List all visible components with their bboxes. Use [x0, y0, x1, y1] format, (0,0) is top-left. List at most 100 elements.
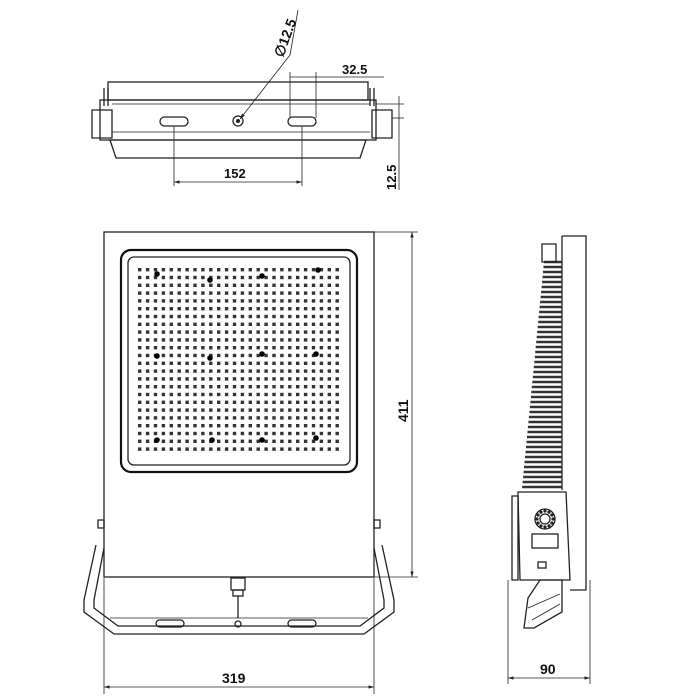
led-dot	[217, 338, 221, 342]
left-edge-lines	[103, 88, 109, 106]
led-dot	[248, 361, 252, 365]
led-dot	[145, 431, 150, 436]
led-dot	[193, 369, 197, 373]
led-dot	[256, 408, 260, 412]
led-dot	[248, 338, 252, 342]
led-dot	[319, 338, 324, 342]
led-dot	[335, 431, 339, 436]
led-dot	[311, 268, 316, 272]
led-dot	[177, 392, 181, 397]
led-dot	[169, 268, 173, 272]
led-dot	[209, 431, 213, 436]
dim-body-width: 319	[222, 670, 246, 686]
led-dot	[145, 377, 150, 381]
led-dot	[232, 447, 237, 451]
led-dot	[145, 400, 150, 404]
side-top-block	[541, 243, 557, 263]
led-dot	[145, 416, 150, 420]
led-dot	[185, 291, 189, 295]
led-dot	[280, 314, 284, 319]
led-dot	[327, 314, 331, 319]
led-dot	[193, 322, 197, 326]
led-dot	[138, 392, 142, 397]
led-dot	[138, 447, 142, 451]
led-dot	[256, 400, 260, 404]
led-dot	[280, 338, 284, 342]
led-dot	[161, 400, 166, 404]
led-dot	[319, 377, 324, 381]
led-dot	[264, 353, 268, 358]
led-dot	[177, 291, 181, 295]
led-dot	[169, 275, 173, 280]
led-dot	[288, 291, 292, 295]
led-dot	[296, 330, 300, 334]
led-dot	[232, 416, 237, 420]
led-dot	[209, 338, 213, 342]
led-dot	[327, 400, 331, 404]
led-dot	[272, 291, 276, 295]
led-dot	[201, 330, 205, 334]
led-dot	[319, 314, 324, 319]
led-dot	[272, 408, 276, 412]
led-dot	[240, 385, 245, 389]
led-dot	[240, 392, 245, 397]
led-dot	[161, 322, 166, 326]
bracket-outer	[83, 544, 395, 635]
led-dot	[335, 314, 339, 319]
led-dot	[161, 353, 166, 358]
led-dot	[201, 322, 205, 326]
led-dot	[256, 275, 260, 280]
led-dot	[248, 353, 252, 358]
led-dot	[335, 353, 339, 358]
led-dot	[185, 369, 189, 373]
led-dot	[161, 408, 166, 412]
led-dot	[248, 283, 252, 287]
led-dot	[240, 307, 245, 311]
dim-hole-dia: ∅12.5	[271, 16, 300, 59]
led-dot	[201, 299, 205, 303]
led-dot	[224, 283, 229, 287]
led-dot	[240, 275, 245, 280]
led-dot	[193, 283, 197, 287]
led-dot	[185, 431, 189, 436]
led-dot	[327, 408, 331, 412]
bracket-hole	[234, 620, 242, 628]
led-dot	[319, 361, 324, 365]
led-dot	[169, 322, 173, 326]
bracket-inner	[93, 547, 385, 627]
led-dot	[201, 439, 205, 443]
led-dot	[303, 322, 308, 326]
led-dot	[264, 400, 268, 404]
led-dot	[248, 322, 252, 326]
led-dot	[335, 400, 339, 404]
dim-offset-top: 32.5	[342, 62, 367, 77]
led-dot	[288, 275, 292, 280]
led-dot	[153, 291, 158, 295]
led-dot	[224, 299, 229, 303]
led-dot	[256, 392, 260, 397]
led-dot	[280, 385, 284, 389]
led-dot	[232, 268, 237, 272]
led-dot	[280, 346, 284, 350]
led-dot	[303, 447, 308, 451]
led-dot	[256, 353, 260, 358]
led-grid	[138, 267, 339, 451]
led-dot	[169, 369, 173, 373]
led-dot	[303, 314, 308, 319]
led-dot	[272, 346, 276, 350]
led-dot	[169, 346, 173, 350]
led-dot	[303, 392, 308, 397]
led-dot	[145, 307, 150, 311]
led-dot	[161, 283, 166, 287]
led-dot	[217, 424, 221, 428]
led-dot	[264, 314, 268, 319]
led-dot	[248, 431, 252, 436]
led-dot	[224, 314, 229, 319]
side-knob-teeth	[535, 509, 555, 529]
led-dot	[311, 275, 316, 280]
led-dot	[296, 291, 300, 295]
screw-mark	[315, 267, 321, 273]
led-dot	[161, 268, 166, 272]
led-dot	[138, 275, 142, 280]
screw-mark	[313, 435, 319, 441]
